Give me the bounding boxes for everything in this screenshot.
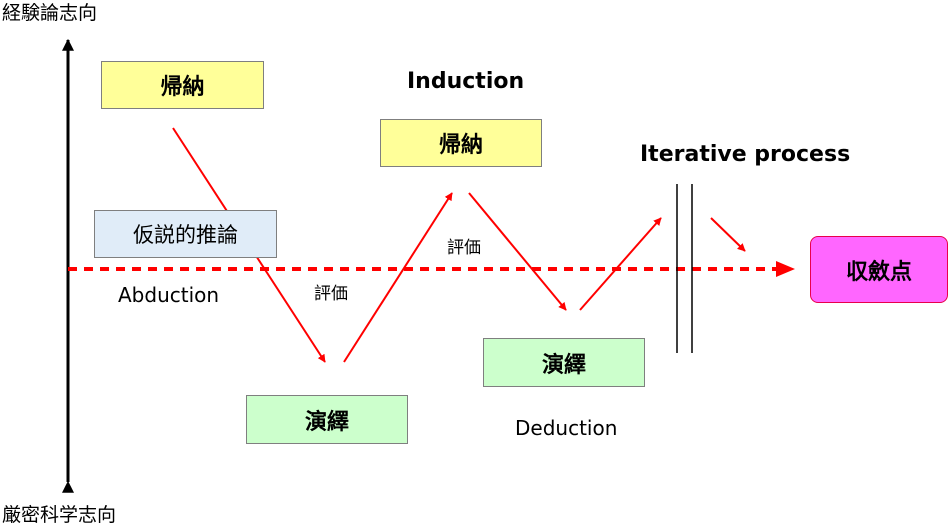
abduction-box: 仮説的推論: [94, 210, 277, 258]
arrow-deduction-2-up: [579, 217, 662, 311]
abduction-label: Abduction: [118, 283, 220, 307]
deduction-box-2: 演繹: [483, 338, 645, 387]
deduction-label: Deduction: [515, 416, 618, 440]
arrow-induction-2-to-deduction-2: [468, 192, 567, 311]
arrow-continuation: [710, 217, 746, 252]
evaluation-label-1: 評価: [314, 284, 348, 304]
iterative-process-label: Iterative process: [640, 142, 851, 167]
evaluation-label-2: 評価: [447, 238, 481, 258]
axis-bottom-label: 厳密科学志向: [2, 504, 117, 526]
induction-box-2: 帰納: [380, 119, 542, 167]
deduction-box-1: 演繹: [246, 395, 408, 444]
arrow-deduction-1-to-induction-2: [343, 192, 453, 363]
induction-box-1: 帰納: [101, 61, 264, 109]
induction-label: Induction: [407, 69, 525, 94]
convergence-arrowhead: [776, 261, 795, 277]
axis-top-label: 経験論志向: [2, 2, 98, 24]
convergence-box: 収斂点: [810, 236, 948, 303]
